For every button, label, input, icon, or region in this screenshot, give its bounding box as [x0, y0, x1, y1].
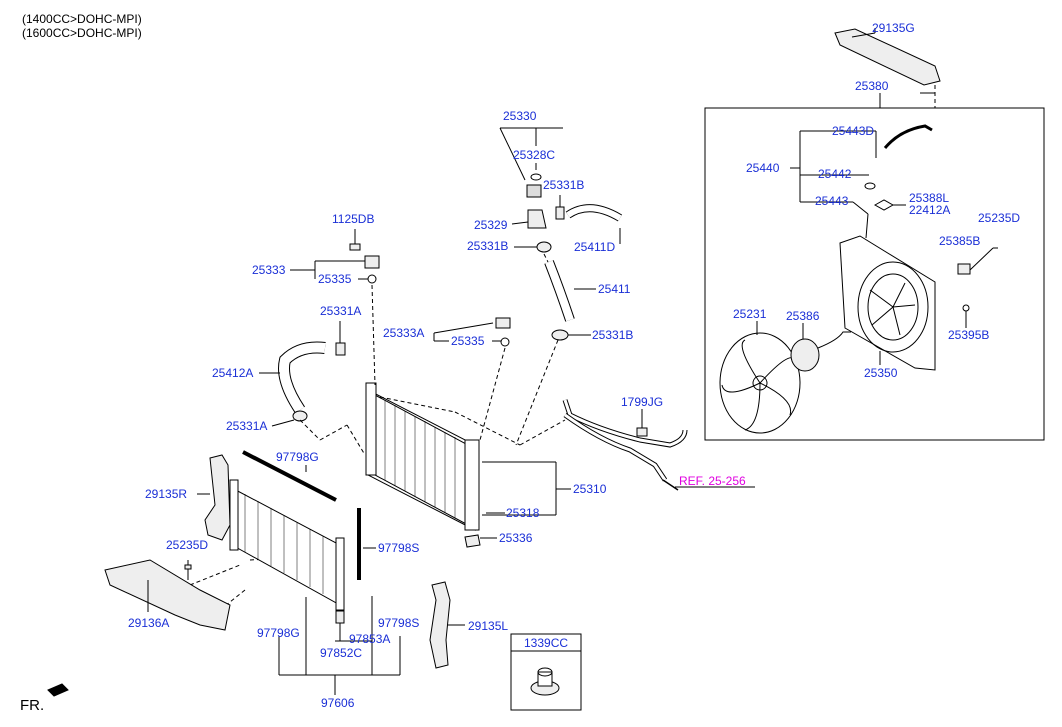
part-label-25350[interactable]: 25350 [864, 366, 898, 380]
fan-blade [719, 332, 801, 434]
part-label-97606[interactable]: 97606 [321, 696, 355, 710]
part-label-25442[interactable]: 25442 [818, 167, 852, 181]
part-label-25440[interactable]: 25440 [746, 161, 780, 175]
part-label-25335-mid[interactable]: 25335 [451, 334, 485, 348]
part-label-25411[interactable]: 25411 [598, 282, 631, 296]
part-label-25231[interactable]: 25231 [733, 307, 767, 321]
part-label-25328c[interactable]: 25328C [513, 148, 556, 162]
part-label-25380[interactable]: 25380 [855, 79, 889, 93]
front-direction-arrow [47, 683, 69, 697]
top-cover-29135g [834, 28, 941, 86]
part-label-25443d[interactable]: 25443D [832, 124, 875, 138]
part-label-25310[interactable]: 25310 [573, 482, 607, 496]
part-label-1125db[interactable]: 1125DB [332, 212, 375, 226]
part-label-25330[interactable]: 25330 [503, 109, 537, 123]
part-label-25395b[interactable]: 25395B [948, 328, 990, 342]
part-label-25331a-low[interactable]: 25331A [226, 419, 268, 433]
part-label-25385b[interactable]: 25385B [939, 234, 981, 248]
reference-link-25-256[interactable]: REF. 25-256 [679, 474, 746, 488]
part-label-25333a[interactable]: 25333A [383, 326, 425, 340]
part-label-29135g[interactable]: 29135G [872, 21, 915, 35]
part-label-25335-left[interactable]: 25335 [318, 272, 352, 286]
part-label-29135r[interactable]: 29135R [145, 487, 188, 501]
under-cover [104, 559, 231, 631]
part-label-29136a[interactable]: 29136A [128, 616, 170, 630]
part-1339cc-box [510, 633, 582, 711]
part-label-97798g-top[interactable]: 97798G [276, 450, 319, 464]
condenser [231, 487, 341, 606]
part-label-97798g-low[interactable]: 97798G [257, 626, 300, 640]
part-label-25388l[interactable]: 25388L [909, 191, 950, 205]
part-label-25412a[interactable]: 25412A [212, 366, 254, 380]
part-label-25411d[interactable]: 25411D [574, 240, 616, 254]
engine-spec-line-1: (1400CC>DOHC-MPI) [22, 12, 142, 26]
part-label-97853a[interactable]: 97853A [349, 632, 391, 646]
part-label-29135l[interactable]: 29135L [468, 619, 509, 633]
part-label-25336[interactable]: 25336 [499, 531, 533, 545]
part-label-25331b-low[interactable]: 25331B [592, 328, 634, 342]
part-label-97798s-low[interactable]: 97798S [378, 616, 420, 630]
part-label-25386[interactable]: 25386 [786, 309, 820, 323]
part-label-25329[interactable]: 25329 [474, 218, 508, 232]
part-label-25443[interactable]: 25443 [815, 194, 849, 208]
part-label-1339cc[interactable]: 1339CC [524, 636, 569, 650]
part-label-25235d-left[interactable]: 25235D [166, 538, 209, 552]
fan-assembly-box [704, 107, 1045, 441]
air-guard-right [429, 581, 451, 669]
part-label-25235d-right[interactable]: 25235D [978, 211, 1021, 225]
part-label-25331a-top[interactable]: 25331A [320, 304, 362, 318]
air-guard-left [204, 454, 231, 541]
part-label-97852c[interactable]: 97852C [320, 646, 363, 660]
part-label-25318[interactable]: 25318 [506, 506, 540, 520]
part-label-97798s-right[interactable]: 97798S [378, 541, 420, 555]
front-direction-label: FR. [20, 697, 45, 714]
fan-motor [790, 338, 820, 372]
radiator [367, 389, 476, 531]
part-label-25331b-top[interactable]: 25331B [543, 178, 585, 192]
engine-spec-line-2: (1600CC>DOHC-MPI) [22, 26, 142, 40]
part-label-25333[interactable]: 25333 [252, 263, 286, 277]
part-label-25331b-mid[interactable]: 25331B [467, 239, 509, 253]
part-label-22412a[interactable]: 22412A [909, 203, 951, 217]
part-label-1799jg[interactable]: 1799JG [621, 395, 664, 409]
shroud-ring [857, 261, 929, 353]
